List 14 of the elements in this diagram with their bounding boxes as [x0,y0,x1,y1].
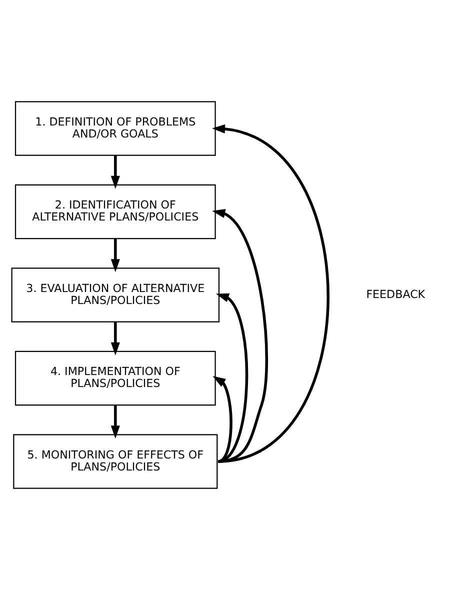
arrow [212,376,232,463]
arrow [110,238,120,272]
arrow [212,209,268,463]
label: FEEDBACK [366,288,426,301]
arrow [110,156,120,189]
node-box: 2. IDENTIFICATION OF ALTERNATIVE PLANS/POLICIES [14,184,216,240]
arrow [216,293,248,463]
arrow [110,322,120,356]
node-box: 1. DEFINITION OF PROBLEMS AND/OR GOALS [14,101,216,156]
arrow [110,405,120,439]
node-box: 4. IMPLEMENTATION OF PLANS/POLICIES [14,350,216,406]
node-box: 5. MONITORING OF EFFECTS OF PLANS/POLICIES [13,434,218,489]
node-box: 3. EVALUATION OF ALTERNATIVE PLANS/POLICIES [11,268,220,322]
arrow [212,124,330,463]
